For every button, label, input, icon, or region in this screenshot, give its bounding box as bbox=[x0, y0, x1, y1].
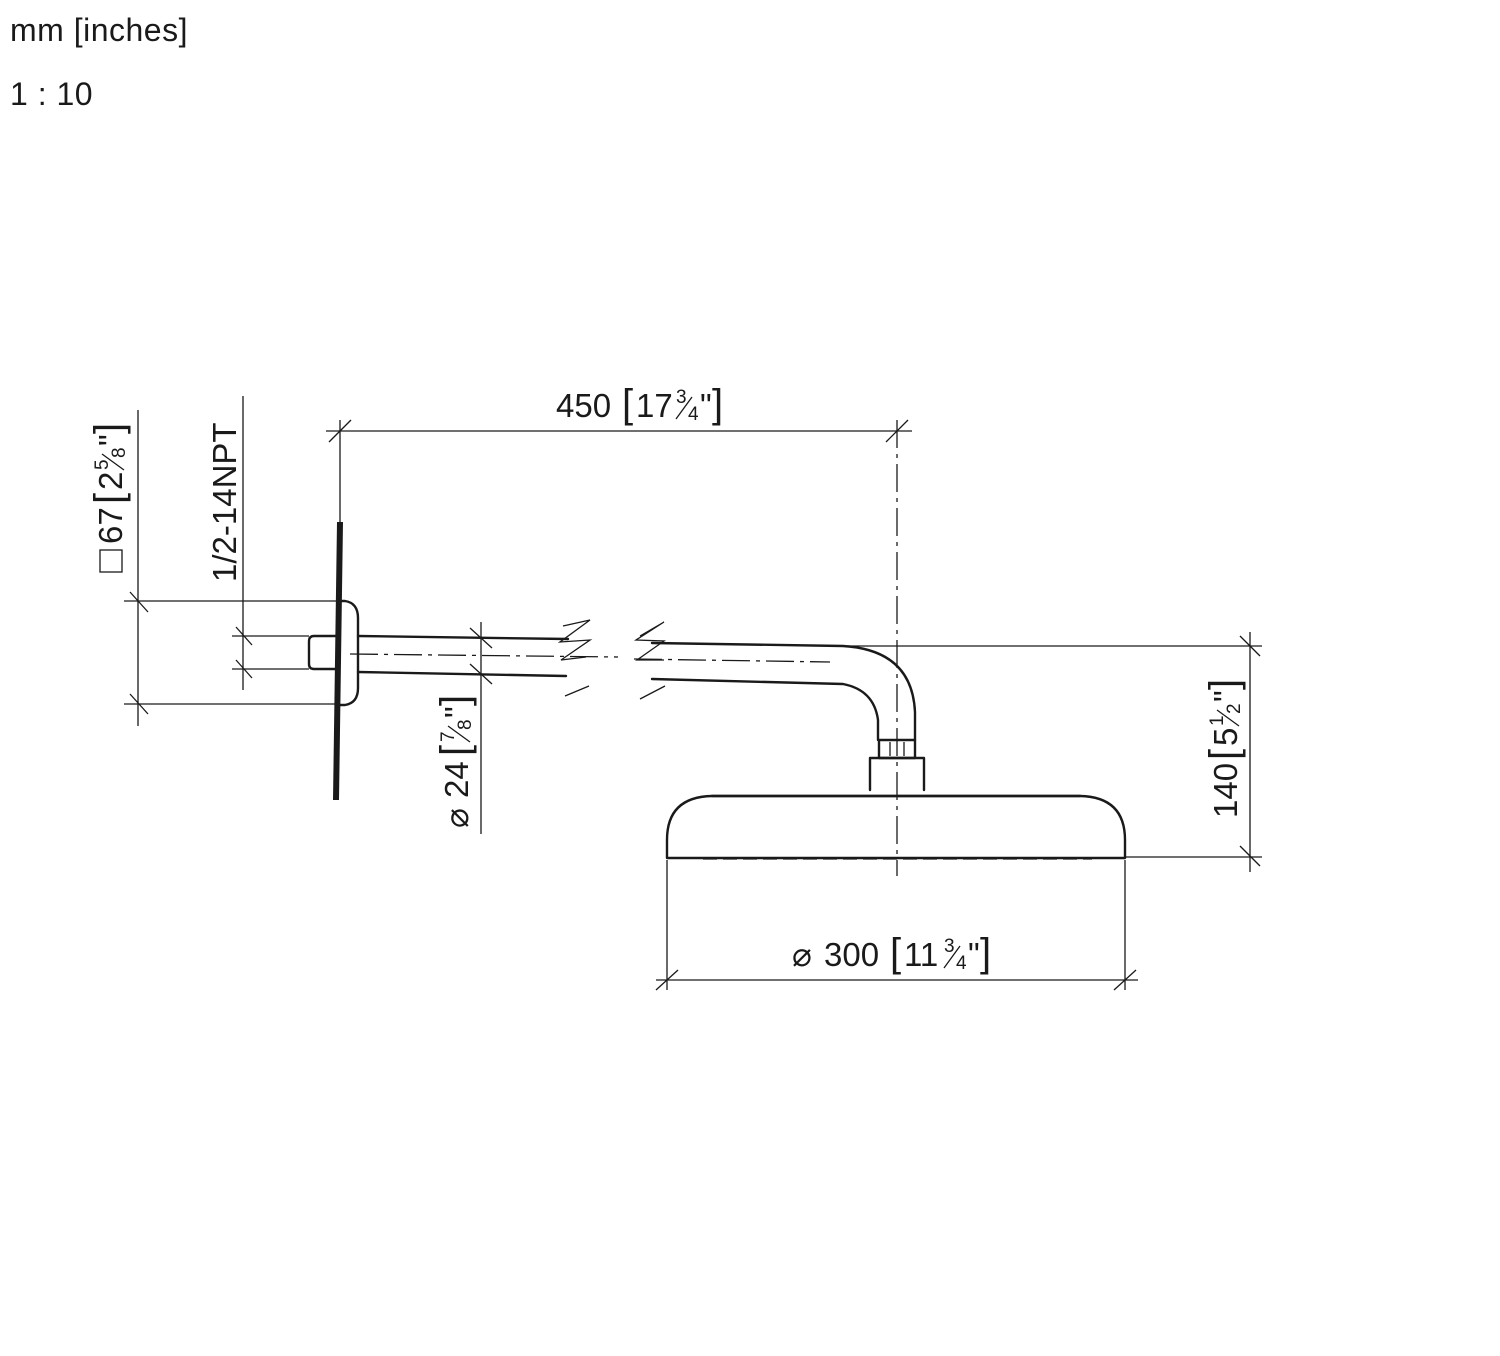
svg-text:]: ] bbox=[87, 423, 131, 434]
dim-thread-label: 1/2-14NPT bbox=[206, 422, 243, 582]
units-label: mm [inches] bbox=[10, 12, 188, 48]
dim-arm-mm: 24 bbox=[438, 761, 475, 798]
dim-head-mm: 300 bbox=[824, 936, 879, 973]
dim-head-in-den: 4 bbox=[956, 953, 967, 974]
dim-arm-in-den: 8 bbox=[455, 719, 476, 730]
scale-label: 1 : 10 bbox=[10, 76, 94, 112]
dim-drop-in-whole: 5 bbox=[1207, 728, 1244, 746]
dim-escutcheon-mm: 67 bbox=[92, 507, 129, 544]
dim-drop-mm: 140 bbox=[1207, 763, 1244, 818]
dim-drop-in-den: 2 bbox=[1224, 703, 1245, 714]
svg-text:": " bbox=[1207, 690, 1244, 702]
dim-head-in-num: 3 bbox=[944, 936, 955, 957]
dim-projection-mm: 450 bbox=[556, 387, 611, 424]
dim-arm-diameter-24: ⌀ 24 [ 7 8 " ] bbox=[433, 622, 493, 834]
swivel-joint bbox=[868, 738, 926, 792]
svg-text:": " bbox=[700, 387, 712, 424]
dim-projection-in-den: 4 bbox=[688, 404, 699, 425]
dim-head-symbol: ⌀ bbox=[792, 936, 812, 973]
svg-text:]: ] bbox=[712, 382, 723, 426]
escutcheon bbox=[336, 599, 360, 707]
svg-text:[: [ bbox=[433, 745, 477, 756]
shower-arm-right bbox=[633, 621, 917, 742]
svg-text:": " bbox=[968, 936, 980, 973]
dim-drop-in-num: 1 bbox=[1207, 715, 1228, 726]
shower-arm-left bbox=[356, 619, 593, 697]
dim-projection-450: 450 [ 17 3 4 " ] bbox=[326, 382, 912, 522]
dim-head-in-whole: 11 bbox=[904, 936, 938, 973]
dim-arm-symbol: ⌀ bbox=[438, 808, 475, 828]
svg-text:[: [ bbox=[622, 382, 633, 426]
arm-centerline bbox=[349, 420, 898, 876]
svg-text:]: ] bbox=[980, 931, 991, 975]
thread-nipple bbox=[307, 634, 339, 671]
svg-text:": " bbox=[438, 706, 475, 718]
dim-head-diameter-300: ⌀ 300 [ 11 3 4 " ] bbox=[655, 860, 1138, 991]
dim-projection-in-whole: 17 bbox=[636, 387, 673, 424]
dim-thread: 1/2-14NPT bbox=[206, 396, 309, 690]
shower-head bbox=[665, 794, 1127, 860]
dim-arm-in-num: 7 bbox=[438, 731, 459, 742]
wall-plate bbox=[333, 521, 343, 801]
svg-text:]: ] bbox=[433, 695, 477, 706]
dim-escutcheon-in-num: 5 bbox=[92, 459, 113, 470]
svg-text:]: ] bbox=[1202, 679, 1246, 690]
dim-escutcheon-67: 67 [ 2 5 8 " ] bbox=[87, 410, 338, 726]
dim-escutcheon-in-den: 8 bbox=[109, 447, 130, 458]
dim-escutcheon-in-whole: 2 bbox=[92, 472, 129, 490]
svg-text:[: [ bbox=[890, 931, 901, 975]
dim-drop-140: 140 [ 5 1 2 " ] bbox=[843, 632, 1262, 872]
svg-text:[: [ bbox=[87, 493, 131, 504]
dim-projection-in-num: 3 bbox=[676, 387, 687, 408]
svg-text:[: [ bbox=[1202, 749, 1246, 760]
svg-text:": " bbox=[92, 434, 129, 446]
